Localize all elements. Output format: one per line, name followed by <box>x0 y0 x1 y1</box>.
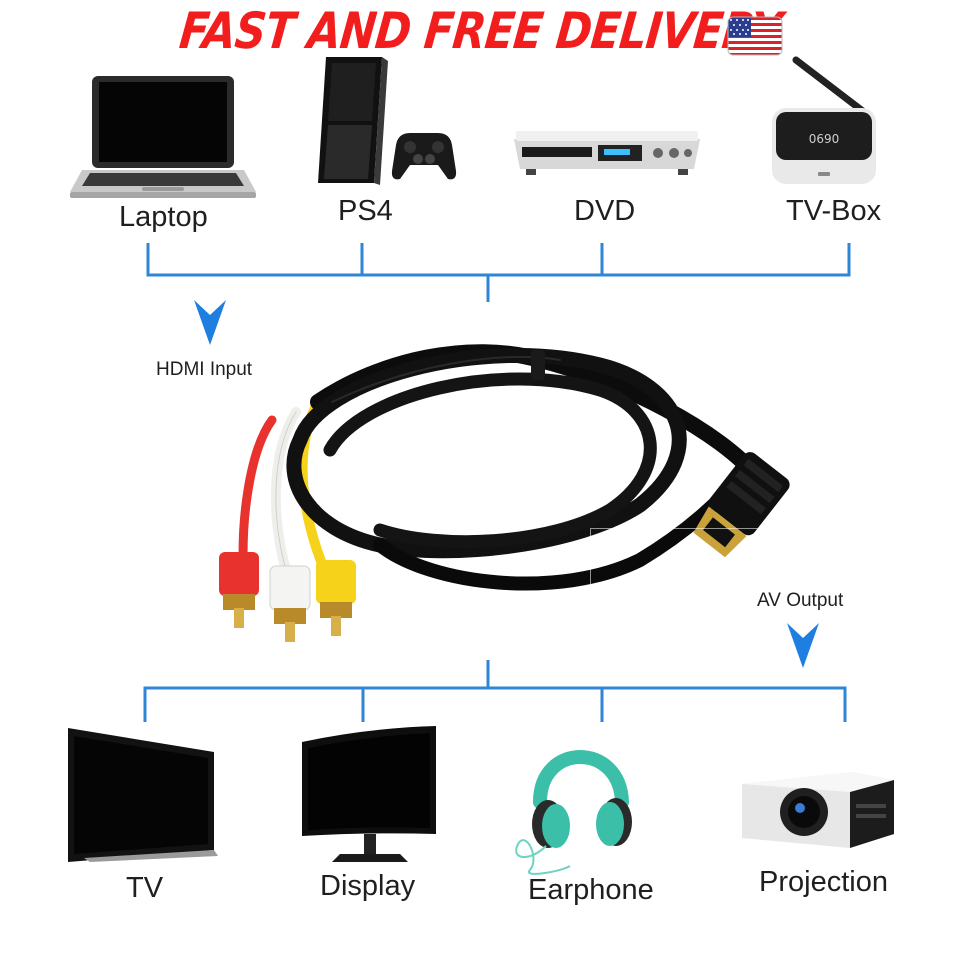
tv-icon <box>64 722 220 864</box>
monitor-icon <box>298 724 440 864</box>
hdmi-input-label: HDMI Input <box>156 359 253 380</box>
input-connector-line <box>146 243 851 302</box>
output-device-label-earphone: Earphone <box>528 874 654 906</box>
dvd-player-icon <box>512 125 702 181</box>
us-flag-icon <box>727 16 783 56</box>
output-arrow-icon <box>787 623 819 668</box>
output-device-label-display: Display <box>320 870 416 902</box>
headphones-icon <box>500 732 650 882</box>
tv-box-icon: 0690 <box>768 56 880 188</box>
output-device-label-projection: Projection <box>759 866 888 898</box>
input-arrow-icon <box>194 300 226 345</box>
input-device-label-dvd: DVD <box>574 195 636 227</box>
delivery-banner: FAST AND FREE DELIVERY <box>0 0 960 70</box>
output-device-label-tv: TV <box>126 872 164 904</box>
ps4-console-icon <box>312 55 462 190</box>
svg-text:0690: 0690 <box>809 132 840 146</box>
av-output-label: AV Output <box>757 590 844 611</box>
projector-icon <box>732 764 902 854</box>
input-device-label-ps4: PS4 <box>338 195 393 227</box>
input-device-label-tv-box: TV-Box <box>786 195 882 227</box>
input-device-label-laptop: Laptop <box>119 201 208 233</box>
output-connector-line <box>143 660 847 722</box>
watermark-box <box>590 528 852 590</box>
laptop-icon <box>68 74 258 202</box>
